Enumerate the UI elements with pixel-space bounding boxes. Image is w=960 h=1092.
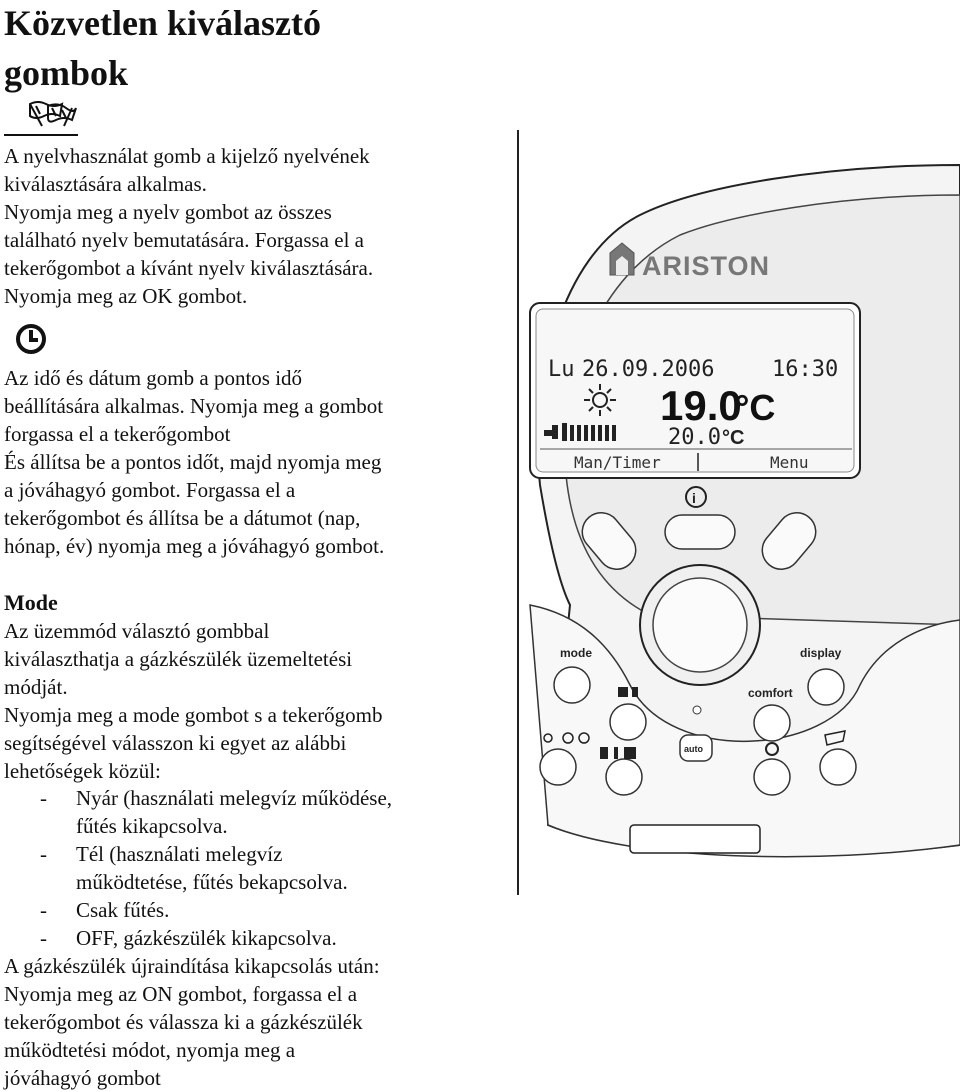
list-dash: - [40, 898, 47, 922]
list-item-text: Csak fűtés. [76, 898, 170, 922]
zone-button [605, 758, 643, 796]
clock-icon [16, 324, 46, 354]
hot-water-button [609, 703, 647, 741]
comfort-label: comfort [748, 686, 793, 700]
list-item-text: OFF, gázkészülék kikapcsolva. [76, 926, 337, 950]
text-line: tekerőgombot és állítsa be a dátumot (na… [4, 506, 361, 530]
thermostat-illustration: ARISTON Lu 26.09.2006 16:30 19.0 °C 20.0… [517, 130, 960, 895]
divider [4, 134, 78, 136]
list-dash: - [40, 786, 47, 810]
mode-outro: A gázkészülék újraindítása kikapcsolás u… [4, 952, 504, 1092]
lcd-softkey-right: Menu [770, 453, 809, 472]
text-line: jóváhagyó gombot [4, 1066, 161, 1090]
softkey-right-button [761, 512, 817, 570]
season-button [539, 748, 577, 786]
bottom-slot [629, 824, 761, 854]
text-line: forgassa el a tekerőgombot [4, 422, 231, 446]
text-line: Nyomja meg a nyelv gombot az összes [4, 200, 332, 224]
brand-text: ARISTON [642, 251, 770, 281]
lcd-main-unit: °C [735, 387, 775, 428]
tap-radiator-icon [544, 423, 616, 441]
page-title-text: Közvetlen kiválasztó gombok [4, 3, 321, 93]
text-line: módját. [4, 675, 68, 699]
auto-label: auto [684, 744, 704, 754]
time-description: Az idő és dátum gomb a pontos idő beállí… [4, 364, 504, 560]
time-date-button [753, 758, 791, 796]
lcd-date: 26.09.2006 [582, 357, 714, 382]
lcd-set-unit: °C [722, 427, 744, 449]
panel-clock-icon [765, 742, 779, 756]
text-line: Nyomja meg az OK gombot. [4, 284, 248, 308]
text-line: beállítására alkalmas. Nyomja meg a gomb… [4, 394, 384, 418]
text-line: A gázkészülék újraindítása kikapcsolás u… [4, 954, 380, 978]
svg-text:i: i [692, 490, 696, 506]
language-description: A nyelvhasználat gomb a kijelző nyelvéne… [4, 142, 504, 310]
zone-icons [600, 747, 636, 759]
lcd-day: Lu [548, 357, 575, 382]
mode-options-list: - Nyár (használati melegvíz működése, fű… [4, 784, 392, 952]
text-line: lehetőségek közül: [4, 759, 161, 783]
text-line: segítségével válasszon ki egyet az alább… [4, 731, 347, 755]
text-line: működtetési módot, nyomja meg a [4, 1038, 296, 1062]
text-line: Nyomja meg az ON gombot, forgassa el a [4, 982, 358, 1006]
lcd-time: 16:30 [772, 357, 838, 382]
list-item: - Nyár (használati melegvíz működése, fű… [4, 784, 392, 840]
panel-language-icon [824, 730, 846, 746]
info-icon: i [685, 486, 707, 508]
list-item: - Csak fűtés. [4, 896, 392, 924]
sun-icon [584, 384, 616, 416]
lcd-main-temp: 19.0 [660, 382, 742, 429]
softkey-left-button [581, 512, 637, 570]
info-button [664, 514, 736, 550]
page-title: Közvetlen kiválasztó gombok [4, 0, 384, 98]
text-line: kiválasztására alkalmas. [4, 172, 207, 196]
hot-water-icon [618, 687, 638, 697]
section-title-mode: Mode [4, 590, 58, 615]
text-line: Az üzemmód választó gombbal [4, 619, 270, 643]
text-line: Az idő és dátum gomb a pontos idő [4, 366, 303, 390]
text-line: található nyelv bemutatására. Forgassa e… [4, 228, 364, 252]
lcd-softkey-left: Man/Timer [574, 453, 661, 472]
list-dash: - [40, 842, 47, 866]
mode-intro: Az üzemmód választó gombbal kiválaszthat… [4, 617, 504, 785]
control-panel [529, 604, 960, 858]
mode-button [553, 666, 591, 704]
comfort-button [753, 704, 791, 742]
text-line: Nyomja meg a mode gombot s a tekerőgomb [4, 703, 383, 727]
text-line: tekerőgombot és válassza ki a gázkészülé… [4, 1010, 363, 1034]
text-line: kiválaszthatja a gázkészülék üzemeltetés… [4, 647, 353, 671]
list-item-text: Tél (használati melegvíz [76, 842, 283, 866]
language-button [819, 748, 857, 786]
season-icons [543, 732, 590, 744]
lcd-set-temp: 20.0 [668, 425, 721, 450]
led-indicator [692, 705, 702, 715]
list-item: - OFF, gázkészülék kikapcsolva. [4, 924, 392, 952]
list-item-text: fűtés kikapcsolva. [76, 814, 228, 838]
text-line: tekerőgombot a kívánt nyelv kiválasztásá… [4, 256, 374, 280]
text-line: A nyelvhasználat gomb a kijelző nyelvéne… [4, 144, 370, 168]
auto-button [679, 734, 713, 762]
mode-label: mode [560, 646, 592, 660]
display-button [807, 668, 845, 706]
ariston-logo [609, 242, 635, 276]
list-item-text: működtetése, fűtés bekapcsolva. [76, 870, 348, 894]
list-item: - Tél (használati melegvíz működtetése, … [4, 840, 392, 896]
text-line: És állítsa be a pontos időt, majd nyomja… [4, 450, 382, 474]
list-item-text: Nyár (használati melegvíz működése, [76, 786, 393, 810]
display-label: display [800, 646, 842, 660]
text-line: hónap, év) nyomja meg a jóváhagyó gombot… [4, 534, 385, 558]
language-flags-icon [29, 101, 77, 127]
list-dash: - [40, 926, 47, 950]
text-line: a jóváhagyó gombot. Forgassa el a [4, 478, 296, 502]
